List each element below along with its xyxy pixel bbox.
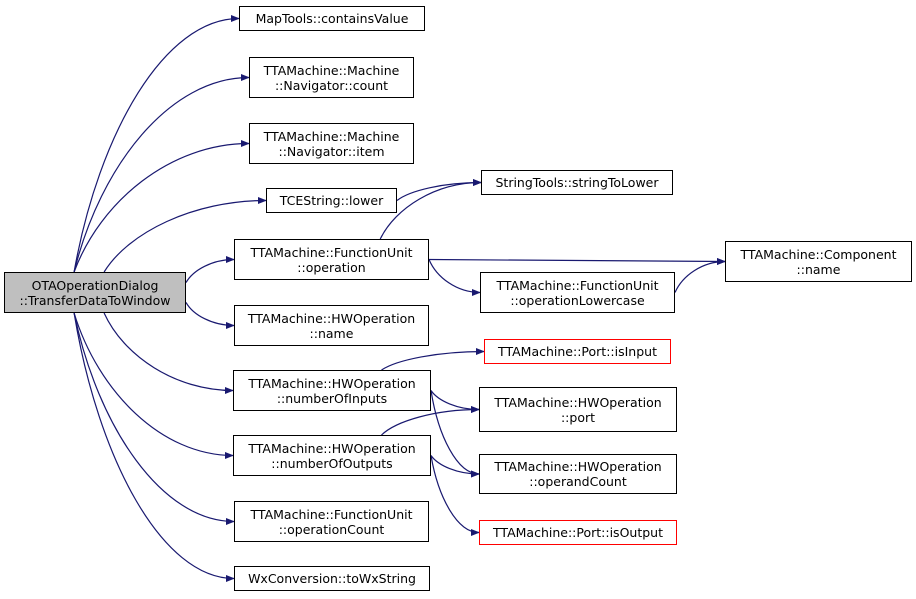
node-port-is-output[interactable]: TTAMachine::Port::isOutput [479,520,677,545]
edge-root-to-map_contains [73,14,240,273]
edge-hw_num_inputs-to-port_is_input [381,347,485,371]
node-hwoperation-number-of-outputs[interactable]: TTAMachine::HWOperation::numberOfOutputs [233,435,431,476]
node-function-unit-operation-lowercase[interactable]: TTAMachine::FunctionUnit::operationLower… [480,272,675,313]
edge-tce_lower-to-string_to_lower [396,178,482,201]
edge-fu_op_lowercase-to-component_name [674,257,726,293]
node-hwoperation-number-of-inputs[interactable]: TTAMachine::HWOperation::numberOfInputs [233,370,431,411]
edge-fu_operation-to-string_to_lower [379,178,482,240]
node-function-unit-operation[interactable]: TTAMachine::FunctionUnit::operation [234,239,429,280]
edge-root-to-hw_name [185,302,235,330]
node-hwoperation-name[interactable]: TTAMachine::HWOperation::name [234,305,429,346]
edge-root-to-wx_to_string [73,312,235,583]
edge-hw_num_outputs-to-hw_operand_count [430,455,480,478]
edge-root-to-nav_count [73,73,250,273]
edge-fu_operation-to-fu_op_lowercase [428,259,481,297]
node-hwoperation-operand-count[interactable]: TTAMachine::HWOperation::operandCount [479,454,677,494]
node-wxconversion-to-wx-string[interactable]: WxConversion::toWxString [234,566,430,591]
edge-hw_num_inputs-to-hw_operand_count [430,390,480,478]
edge-root-to-tce_lower [103,196,267,273]
edge-root-to-fu_op_count [73,312,235,526]
node-component-name[interactable]: TTAMachine::Component::name [725,241,912,282]
edge-hw_num_outputs-to-hw_port [381,405,480,436]
node-function-unit-operation-count[interactable]: TTAMachine::FunctionUnit::operationCount [234,501,429,542]
edge-root-to-hw_num_inputs [103,312,234,395]
edge-fu_operation-to-component_name [428,257,726,266]
node-tcestring-lower[interactable]: TCEString::lower [266,188,397,213]
node-navigator-count[interactable]: TTAMachine::Machine::Navigator::count [249,57,414,98]
node-navigator-item[interactable]: TTAMachine::Machine::Navigator::item [249,123,414,164]
node-string-tools-string-to-lower[interactable]: StringTools::stringToLower [481,170,673,195]
edge-root-to-nav_item [73,139,250,273]
root-node-transfer-data-to-window: OTAOperationDialog::TransferDataToWindow [4,272,186,313]
node-hwoperation-port[interactable]: TTAMachine::HWOperation::port [479,387,677,432]
edge-root-to-fu_operation [185,255,235,283]
edge-hw_num_outputs-to-port_is_output [430,455,480,537]
edge-hw_num_inputs-to-hw_port [430,390,480,414]
edge-root-to-hw_num_outputs [73,312,234,460]
node-port-is-input[interactable]: TTAMachine::Port::isInput [484,339,671,364]
node-map-tools-contains-value[interactable]: MapTools::containsValue [239,6,425,31]
